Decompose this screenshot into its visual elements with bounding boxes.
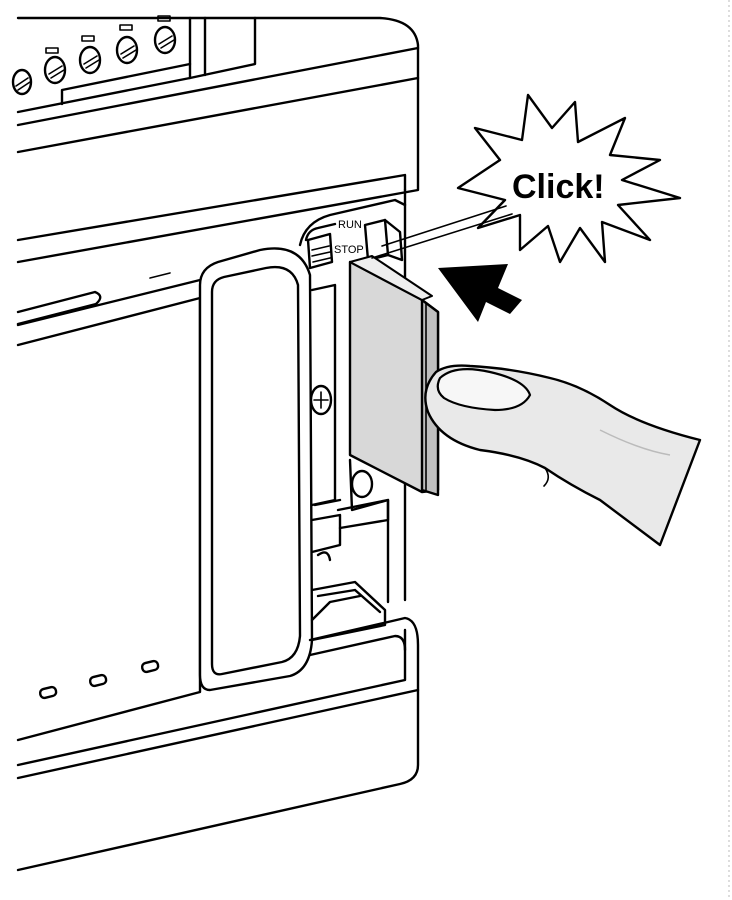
- click-callout-text: Click!: [512, 168, 605, 206]
- led-indicator: [88, 673, 108, 688]
- plc-upper-housing: [16, 16, 420, 264]
- housing-band: [16, 173, 407, 242]
- fingernail: [436, 367, 532, 412]
- face-slot: [16, 290, 102, 326]
- plc-unit: RUN STOP: [11, 15, 420, 872]
- finger-pointer: [424, 364, 702, 547]
- led-indicator: [38, 685, 58, 700]
- switch-lever-left: [306, 232, 334, 270]
- callout-pointer-line: [371, 213, 513, 259]
- housing-ridge-lower: [16, 76, 420, 154]
- plc-lower-housing: [16, 616, 420, 872]
- housing-ridge-upper: [16, 46, 420, 127]
- terminal-block: [11, 15, 257, 114]
- front-cover: [198, 247, 314, 692]
- front-face-bottom-edge: [16, 298, 202, 742]
- terminal-screw: [115, 24, 139, 65]
- run-stop-switch: RUN STOP: [298, 198, 407, 270]
- terminal-screw: [43, 47, 67, 85]
- face-notch: [149, 272, 171, 279]
- callout-pointer-line: [381, 205, 507, 247]
- click-burst: Click!: [456, 93, 682, 264]
- switch-label-run: RUN: [338, 219, 362, 231]
- insert-arrow-icon: [438, 264, 522, 322]
- led-indicator: [140, 659, 160, 674]
- switch-label-stop: STOP: [334, 244, 364, 256]
- front-face-top-edge: [16, 278, 202, 327]
- terminal-screw: [153, 15, 177, 55]
- terminal-screw: [78, 35, 102, 75]
- memory-card: [348, 255, 440, 497]
- card-slot-recess: [309, 188, 407, 642]
- terminal-screw: [11, 68, 33, 96]
- front-face-top-edge-2: [16, 296, 202, 347]
